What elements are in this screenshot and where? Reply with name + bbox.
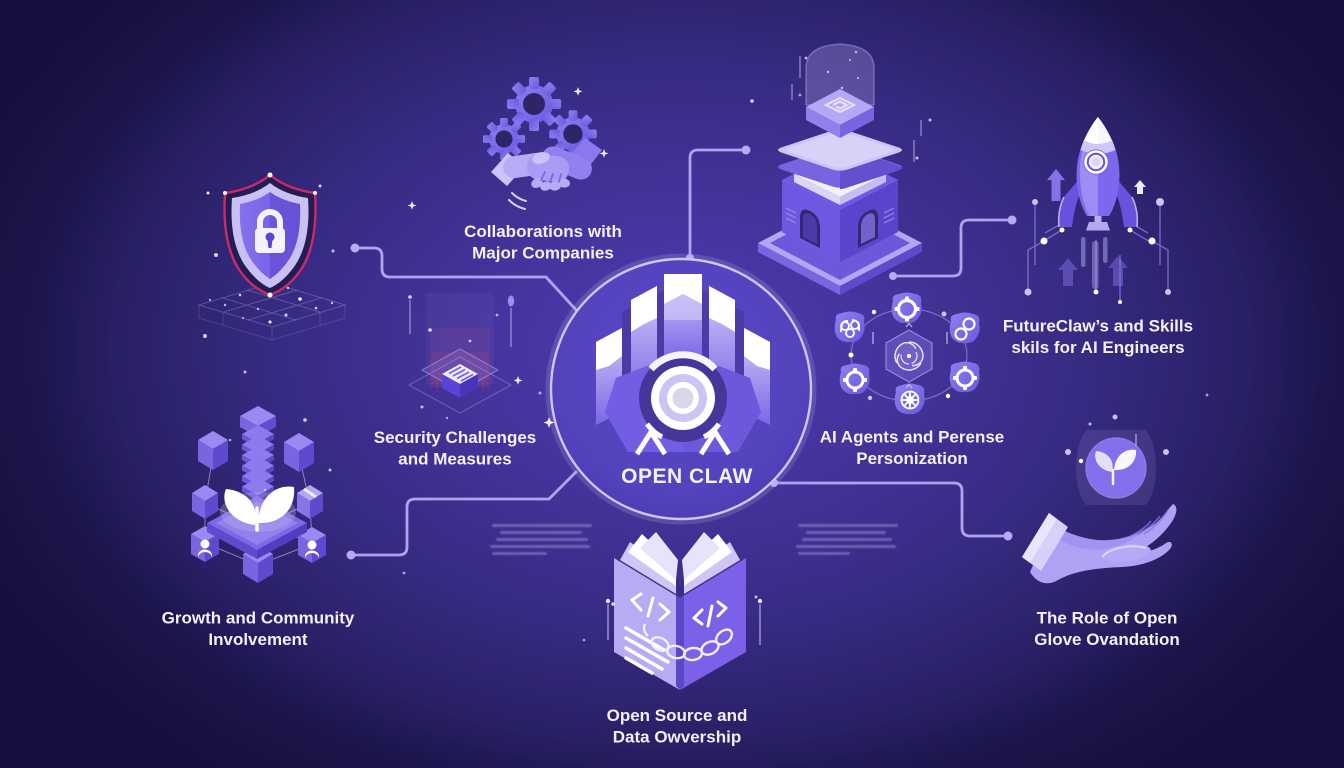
svg-text:The Role of Open: The Role of Open [1037, 609, 1178, 628]
svg-text:Glove Ovandation: Glove Ovandation [1034, 630, 1179, 649]
svg-text:OPEN CLAW: OPEN CLAW [621, 465, 753, 488]
svg-text:Major Companies: Major Companies [472, 244, 614, 263]
svg-text:Open Source and: Open Source and [607, 706, 748, 725]
svg-text:FutureClaw’s and Skills: FutureClaw’s and Skills [1003, 317, 1193, 336]
svg-text:and Measures: and Measures [398, 450, 511, 469]
svg-text:Collaborations with: Collaborations with [464, 222, 622, 241]
svg-text:Involvement: Involvement [208, 630, 308, 649]
svg-text:AI Agents and Perense: AI Agents and Perense [820, 428, 1005, 447]
svg-text:Data Owvership: Data Owvership [613, 728, 742, 747]
svg-text:skils for AI Engineers: skils for AI Engineers [1011, 338, 1184, 357]
svg-text:Personization: Personization [856, 449, 967, 468]
svg-text:Security Challenges: Security Challenges [374, 428, 537, 447]
svg-text:Growth and Community: Growth and Community [162, 609, 355, 628]
